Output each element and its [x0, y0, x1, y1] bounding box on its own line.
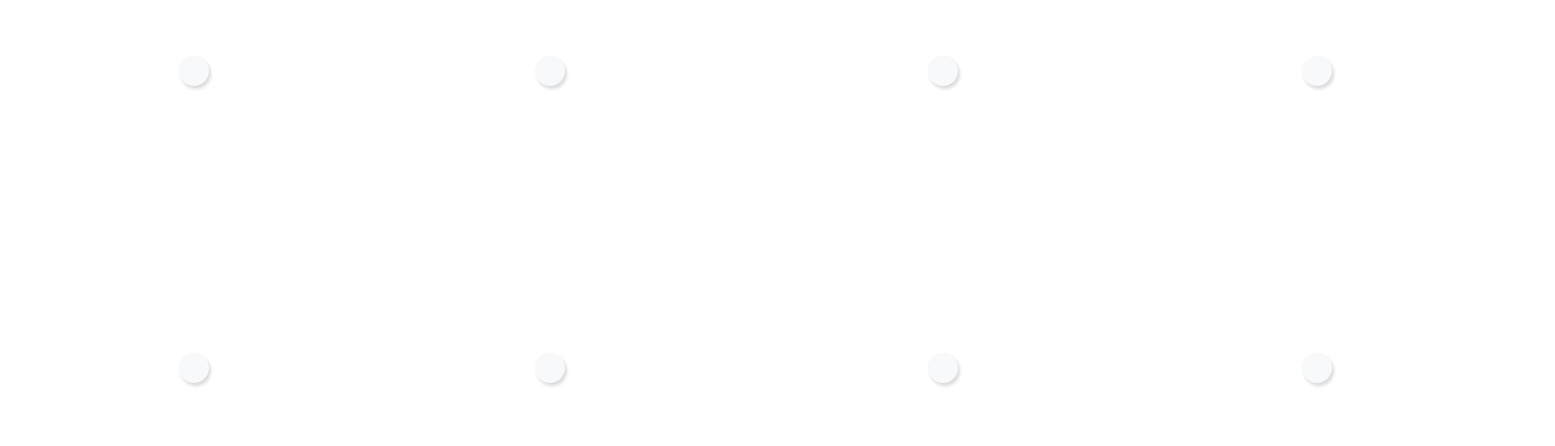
dot-bottom-2[interactable] — [535, 353, 565, 383]
dot-top-1[interactable] — [179, 56, 209, 86]
dot-top-2[interactable] — [535, 56, 565, 86]
bottom-dot-row — [0, 353, 1555, 393]
dot-top-4[interactable] — [1302, 56, 1332, 86]
dot-top-3[interactable] — [928, 56, 958, 86]
dot-bottom-3[interactable] — [928, 353, 958, 383]
dot-bottom-1[interactable] — [179, 353, 209, 383]
dot-bottom-4[interactable] — [1302, 353, 1332, 383]
top-dot-row — [0, 56, 1555, 96]
